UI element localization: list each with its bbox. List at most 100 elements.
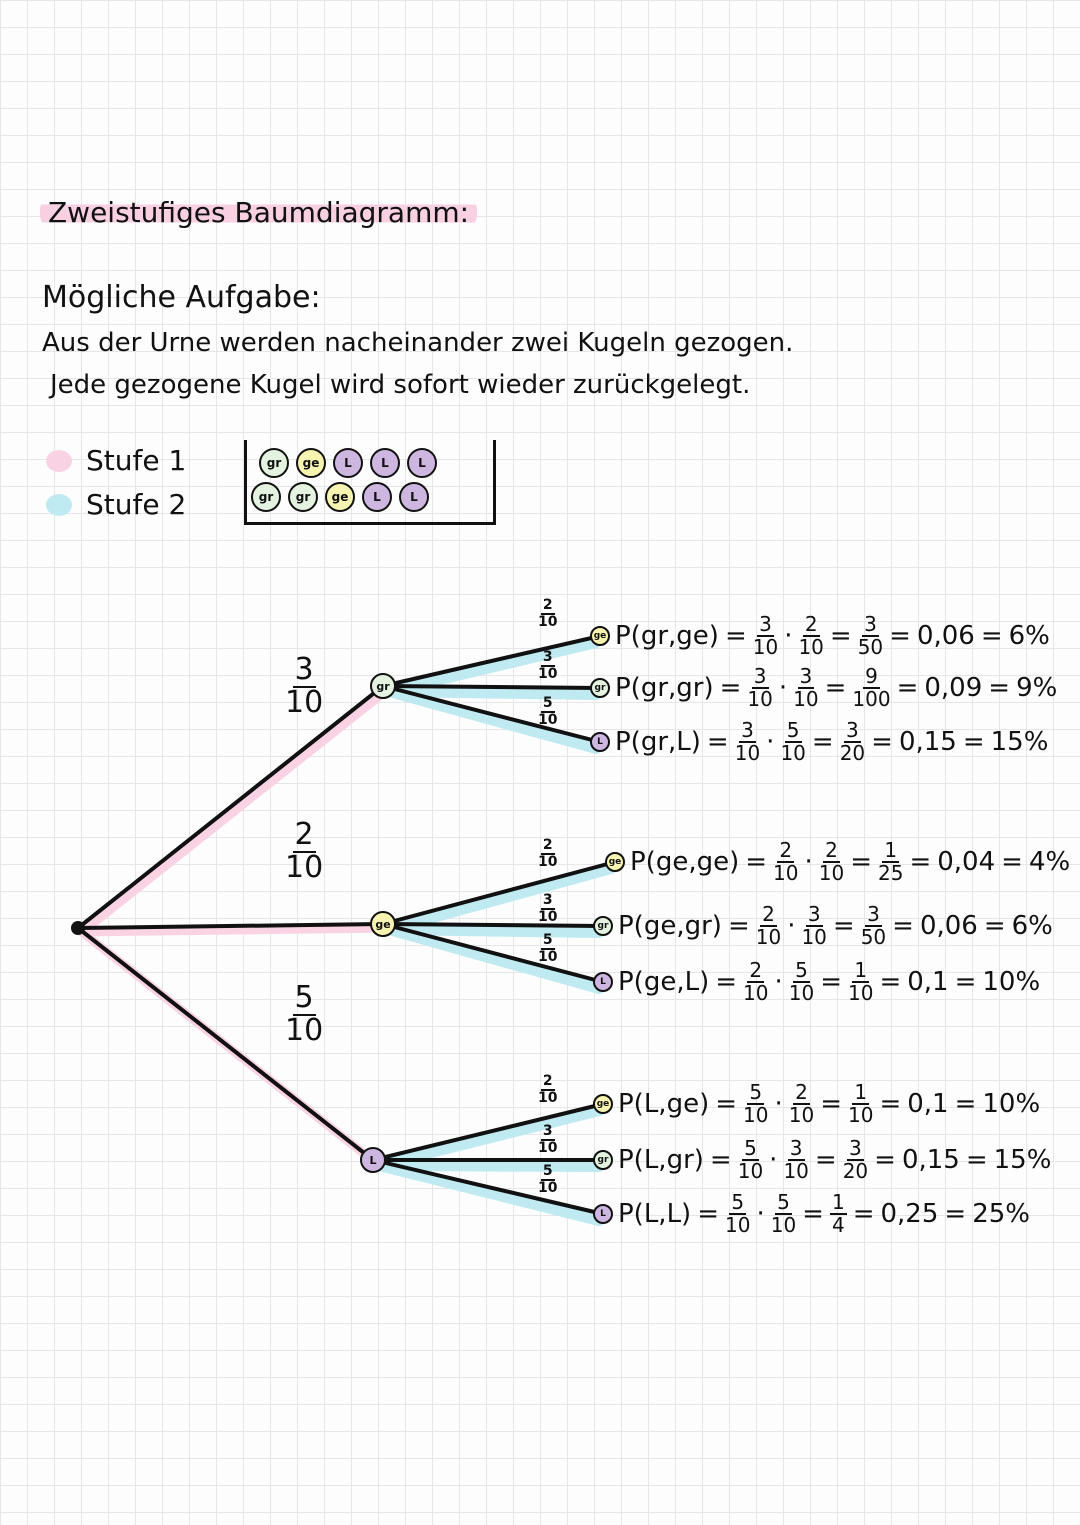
equals-sign: = <box>745 846 768 877</box>
numerator: 3 <box>844 718 861 743</box>
stage-2-branch <box>381 922 605 928</box>
multiply-sign: · <box>804 846 813 877</box>
numerator: 3 <box>862 612 879 637</box>
denominator: 10 <box>285 850 324 885</box>
stage-1-branch <box>76 922 385 930</box>
denominator: 10 <box>770 1213 797 1237</box>
equals-sign: = <box>892 910 914 941</box>
equals-sign: = <box>802 1198 824 1229</box>
ball-gr: gr <box>251 482 281 512</box>
equals-sign: = <box>954 966 977 997</box>
equals-sign: = <box>874 1144 896 1175</box>
multiply-sign: · <box>766 726 775 757</box>
denominator: 10 <box>538 1090 558 1106</box>
percent-value: 15% <box>993 1144 1052 1175</box>
multiply-sign: · <box>774 1088 783 1119</box>
numerator: 5 <box>775 1190 792 1215</box>
numerator: 3 <box>847 1136 864 1161</box>
equals-sign: = <box>820 966 842 997</box>
stage-2-highlight <box>373 1104 605 1171</box>
percent-value: 25% <box>972 1198 1030 1229</box>
ball-l: L <box>362 482 392 512</box>
ball-l: L <box>370 448 400 478</box>
denominator: 10 <box>801 925 827 949</box>
equals-sign: = <box>811 726 834 757</box>
equals-sign: = <box>832 910 855 941</box>
denominator: 10 <box>538 949 558 965</box>
equals-sign: = <box>727 910 750 941</box>
stage-1-branch <box>76 684 385 930</box>
legend-item-stage-2: Stufe 2 <box>46 488 186 521</box>
outcome-label: P(L,gr) <box>618 1144 704 1175</box>
numerator: 5 <box>540 1163 555 1181</box>
numerator: 2 <box>540 1073 555 1091</box>
numerator: 5 <box>793 958 810 983</box>
stage-2-branch <box>381 634 602 688</box>
denominator: 10 <box>538 854 558 870</box>
node-ball-gr: gr <box>370 673 396 699</box>
decimal-value: 0,09 <box>924 672 983 703</box>
multiply-sign: · <box>769 1144 778 1175</box>
denominator: 10 <box>725 1213 751 1237</box>
equals-sign: = <box>879 966 902 997</box>
stage-2-highlight <box>383 685 602 700</box>
multiply-sign: · <box>778 672 788 703</box>
numerator: 3 <box>540 892 555 910</box>
ball-gr: gr <box>259 448 289 478</box>
denominator: 10 <box>734 741 761 765</box>
decimal-value: 0,25 <box>880 1198 939 1229</box>
denominator: 10 <box>538 614 558 630</box>
cyan-dot-icon <box>46 493 72 516</box>
node-ball-l: L <box>360 1147 386 1173</box>
stage-2-highlight <box>383 862 617 935</box>
ball-ge: ge <box>296 448 326 478</box>
numerator: 2 <box>540 837 555 855</box>
denominator: 50 <box>857 635 884 659</box>
stage-2-highlight <box>373 1159 605 1172</box>
stage-2-branch <box>381 684 602 690</box>
percent-value: 10% <box>982 966 1041 997</box>
multiply-sign: · <box>756 1198 765 1229</box>
stage-2-highlight <box>383 636 602 697</box>
node-ball-l: L <box>590 732 610 752</box>
equals-sign: = <box>871 726 893 757</box>
equals-sign: = <box>944 1198 967 1229</box>
equals-sign: = <box>706 726 729 757</box>
stage-2-branch <box>371 1102 605 1162</box>
percent-value: 9% <box>1016 672 1058 703</box>
node-ball-ge: ge <box>593 1094 613 1114</box>
decimal-value: 0,15 <box>898 726 957 757</box>
denominator: 50 <box>860 925 887 949</box>
equals-sign: = <box>824 672 847 703</box>
outcome-label: P(L,ge) <box>618 1088 710 1119</box>
denominator: 10 <box>743 1103 769 1127</box>
denominator: 10 <box>755 925 782 949</box>
denominator: 10 <box>780 741 806 765</box>
outcome-label: P(gr,L) <box>615 726 701 757</box>
outcome-label: P(L,L) <box>618 1198 692 1229</box>
